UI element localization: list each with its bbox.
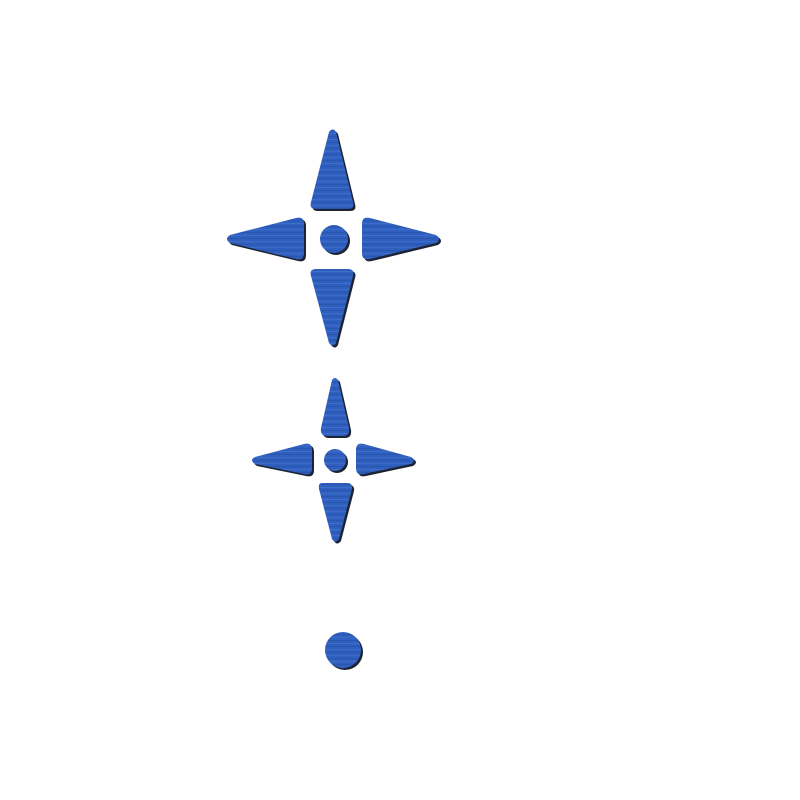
small-star-north-arm xyxy=(320,378,350,436)
large-star-north-arm xyxy=(310,129,354,209)
small-star-center-dot xyxy=(324,449,346,471)
small-star-icon xyxy=(252,378,416,544)
dot-circle xyxy=(325,632,361,668)
large-star-center-dot xyxy=(320,225,348,253)
large-star-west-arm xyxy=(227,217,304,260)
small-star-south-arm xyxy=(318,483,353,542)
small-star-west-arm xyxy=(252,443,312,475)
small-star-east-arm xyxy=(356,443,414,475)
dot-icon xyxy=(325,632,363,670)
large-star-icon xyxy=(227,129,441,348)
large-star-south-arm xyxy=(310,269,354,346)
large-star-east-arm xyxy=(362,217,439,260)
